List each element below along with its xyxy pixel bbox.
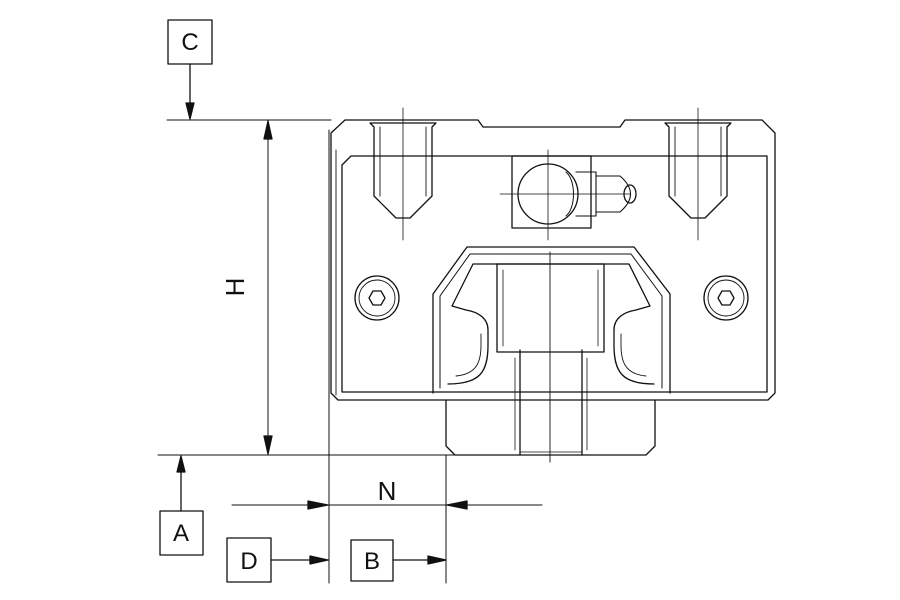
channel-inner <box>447 263 655 385</box>
reference-a: A <box>159 455 204 556</box>
offset-label: N <box>378 476 397 506</box>
rail-channel <box>432 246 671 394</box>
dimension-offset: N <box>231 129 543 584</box>
reference-d-label: D <box>240 548 257 575</box>
channel-mid <box>439 253 663 389</box>
reference-a-box <box>159 510 204 556</box>
mounting-hole-left <box>369 107 437 241</box>
rail-outline <box>445 399 656 456</box>
carriage-block <box>330 119 776 401</box>
side-screw-right <box>703 275 749 321</box>
rail <box>445 349 656 456</box>
reference-b-label: B <box>364 548 380 575</box>
dimension-height: H <box>157 119 456 456</box>
reference-c: C <box>167 19 213 120</box>
carriage-outline <box>330 119 776 401</box>
reference-c-label: C <box>181 29 198 56</box>
reference-b: B <box>350 539 447 582</box>
rail-bore <box>496 263 605 353</box>
reference-d: D <box>226 537 329 583</box>
carriage-inner-face <box>341 155 768 393</box>
mounting-hole-right <box>664 107 732 241</box>
height-label: H <box>220 278 250 297</box>
channel-outer <box>432 246 671 394</box>
grease-nipple <box>499 149 637 241</box>
reference-a-label: A <box>173 520 189 547</box>
side-screw-left <box>354 275 400 321</box>
